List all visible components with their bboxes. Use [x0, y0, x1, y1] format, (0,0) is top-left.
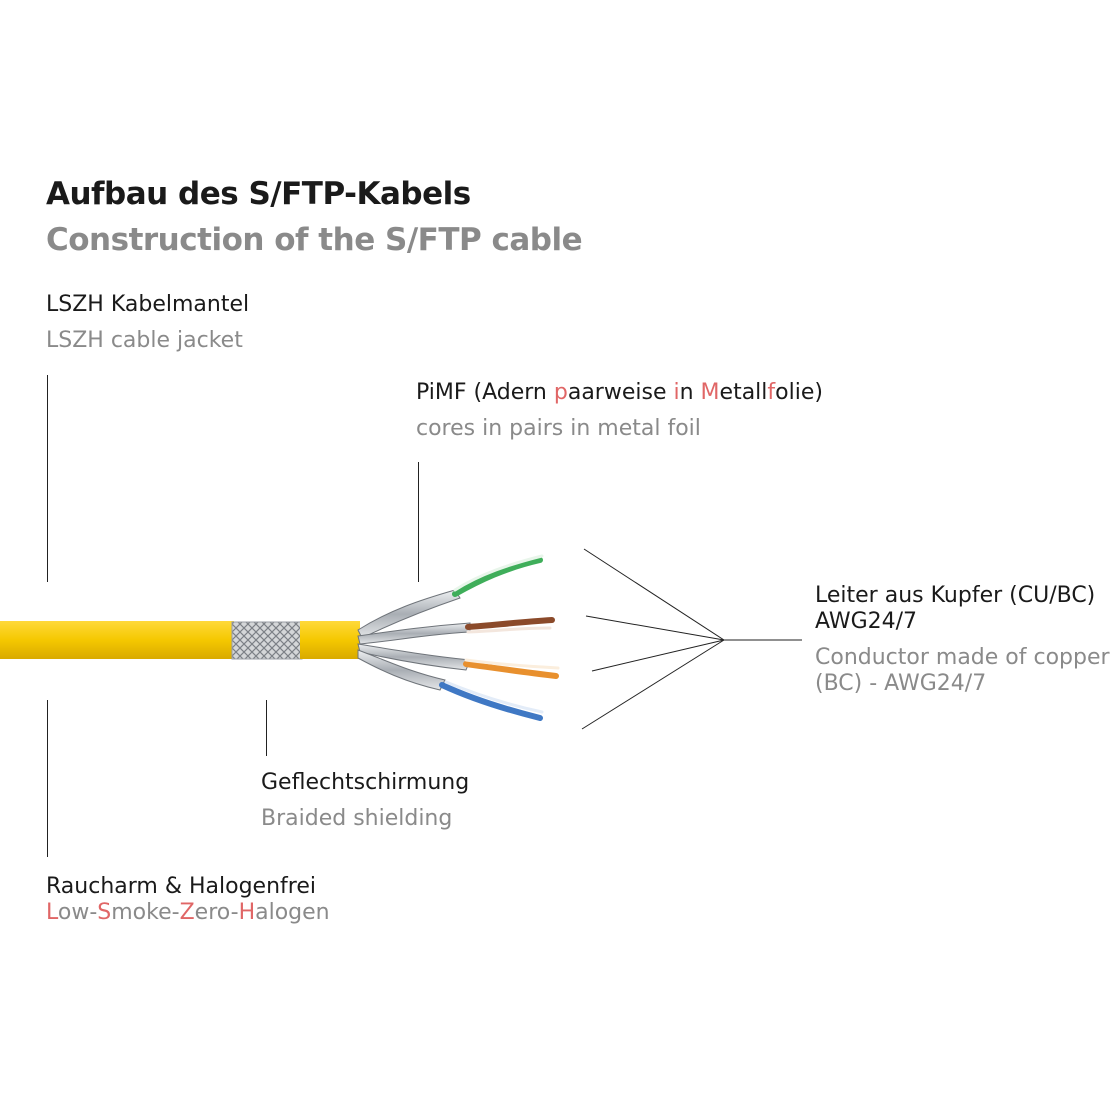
label-text-part: n [679, 380, 701, 405]
label-text-part: PiMF (Adern [416, 380, 554, 405]
highlight-letter: Z [179, 900, 195, 925]
label-text-part: etall [719, 380, 768, 405]
conductor-label-english-line2: (BC) - AWG24/7 [815, 671, 987, 696]
label-text-part: aarweise [567, 380, 674, 405]
title-german: Aufbau des S/FTP-Kabels [46, 176, 471, 212]
cable-jacket-left [0, 621, 234, 659]
title-english: Construction of the S/FTP cable [46, 222, 583, 258]
pimf-label-german: PiMF (Adern paarweise in Metallfolie) [416, 380, 823, 405]
label-text-part: alogen [255, 900, 330, 925]
highlight-letter: i [673, 380, 680, 405]
pimf-leader-line [418, 462, 419, 582]
jacket-leader-line [47, 375, 48, 582]
conductor-label-german-line1: Leiter aus Kupfer (CU/BC) [815, 583, 1096, 608]
highlight-letter: M [700, 380, 720, 405]
foil-pairs [357, 589, 471, 691]
pair-orange [463, 658, 560, 679]
pair-brown [465, 617, 555, 634]
conductor-leader-lines [581, 548, 802, 730]
braided-shield [231, 621, 303, 660]
braid-label-german: Geflechtschirmung [261, 770, 470, 795]
label-text-part: ow- [57, 900, 98, 925]
braid-label-english: Braided shielding [261, 806, 453, 831]
highlight-letter: S [97, 900, 112, 925]
lszh-label-english: Low-Smoke-Zero-Halogen [46, 900, 330, 925]
highlight-letter: p [553, 380, 568, 405]
pair-green [452, 554, 544, 597]
highlight-letter: H [238, 900, 256, 925]
pair-blue [439, 680, 544, 721]
highlight-letter: L [46, 900, 58, 925]
label-text-part: ero- [194, 900, 239, 925]
conductor-label-english-line1: Conductor made of copper [815, 645, 1110, 670]
label-text-part: olie) [775, 380, 823, 405]
lszh-leader-line [47, 700, 48, 857]
cable-jacket-right [300, 621, 360, 659]
jacket-label-german: LSZH Kabelmantel [46, 292, 250, 317]
lszh-label-german: Raucharm & Halogenfrei [46, 874, 316, 899]
jacket-label-english: LSZH cable jacket [46, 328, 243, 353]
conductor-label-german-line2: AWG24/7 [815, 609, 918, 634]
braid-leader-line [266, 700, 267, 756]
pimf-label-english: cores in pairs in metal foil [416, 416, 701, 441]
highlight-letter: f [767, 380, 776, 405]
label-text-part: moke- [111, 900, 180, 925]
